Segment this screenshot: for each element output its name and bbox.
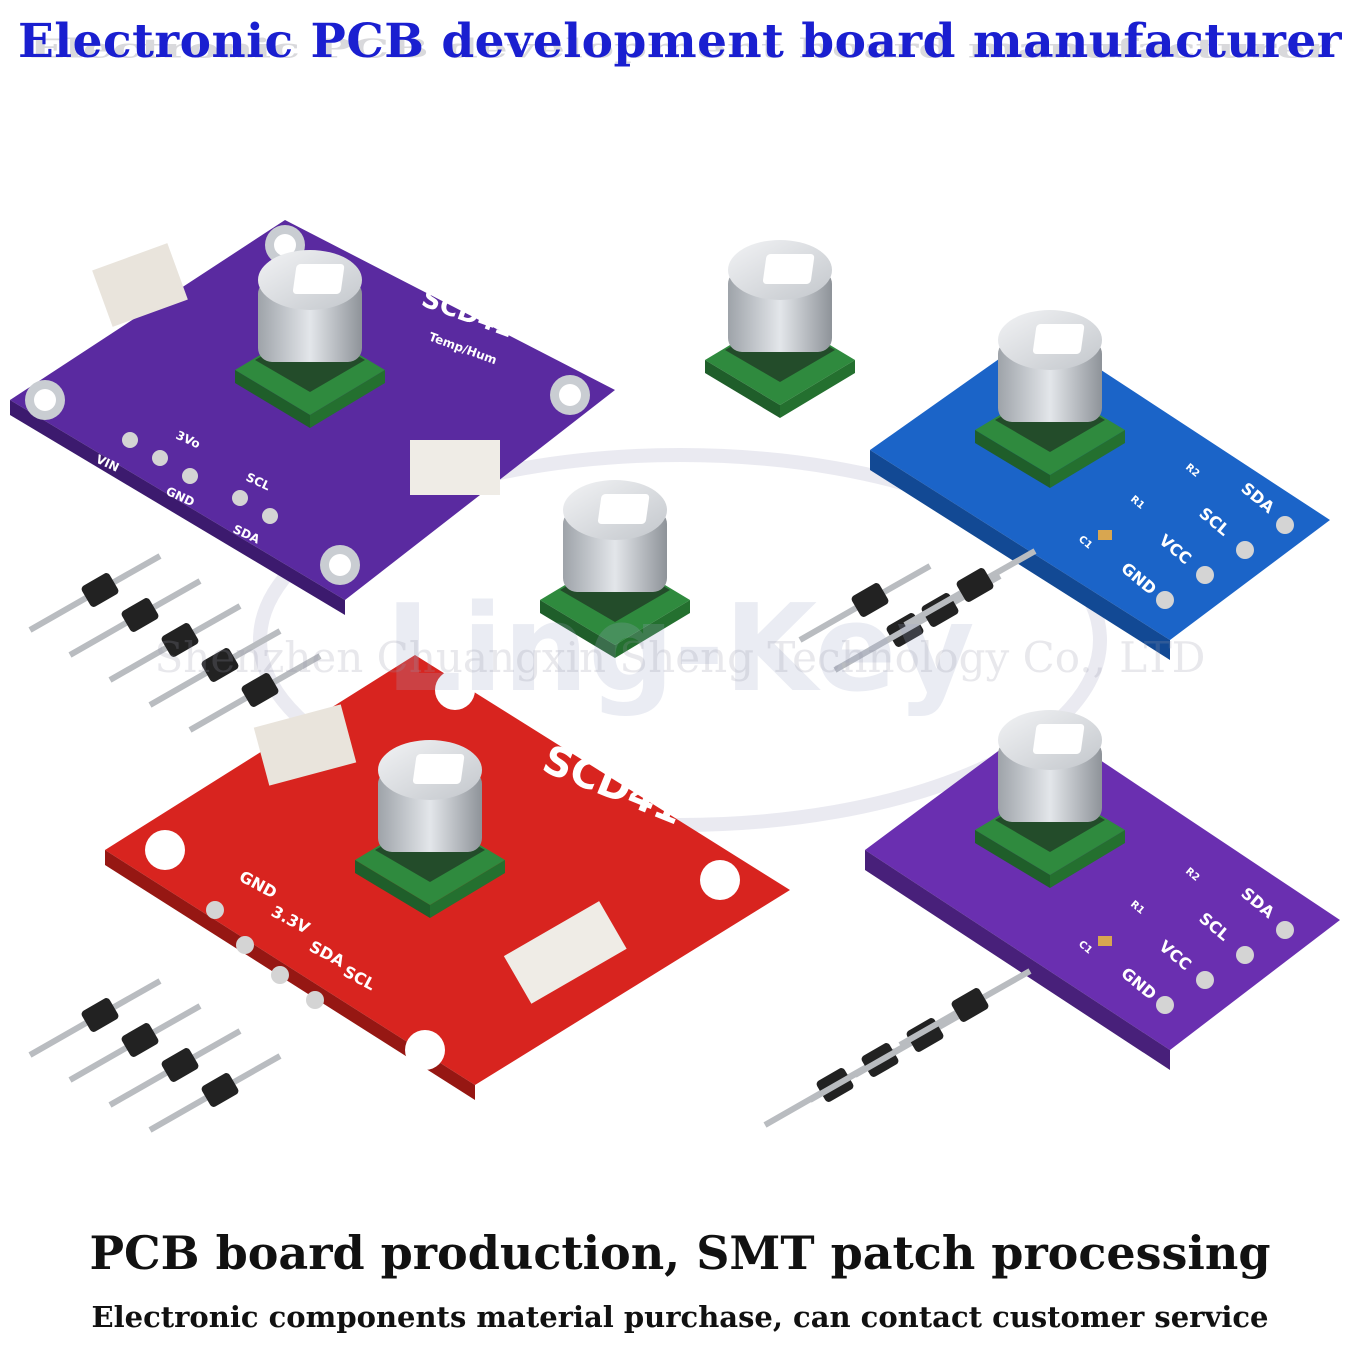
purple-scd41-board: SCD41 Temp/Hum VIN 3Vo GND SCL SDA [10, 220, 615, 615]
purple-sensor-board: GND VCC SCL SDA C1 R1 R2 [865, 710, 1340, 1070]
watermark-company: Shenzhen Chuangxin Sheng Technology Co.,… [154, 633, 1206, 682]
pin-header-4pin-bottom-right [765, 971, 1030, 1125]
pin-header-4pin-bottom-left [30, 981, 280, 1130]
red-scd41-board: SCD41 GND 3.3V SDA SCL [105, 655, 790, 1100]
footer-subline: Electronic components material purchase,… [91, 1300, 1269, 1334]
header-title: Electronic PCB development board manufac… [17, 14, 1343, 69]
blue-sensor-board: GND VCC SCL SDA C1 R1 R2 [870, 310, 1330, 660]
watermark-logo: Ling-Key [385, 580, 974, 719]
header-title-reflection: Electronic PCB development board manufac… [29, 34, 1331, 65]
footer-headline: PCB board production, SMT patch processi… [89, 1226, 1271, 1280]
bare-sensor-top [705, 240, 855, 418]
